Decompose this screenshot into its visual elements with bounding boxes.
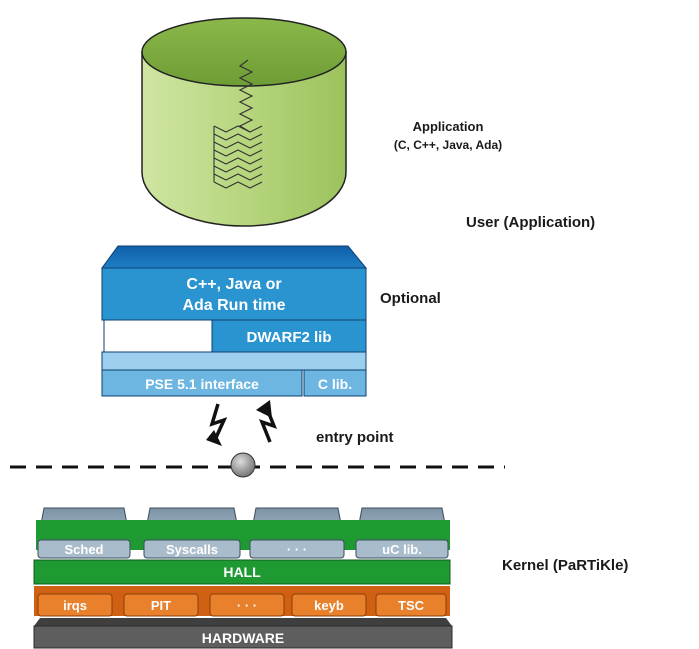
driver-pit xyxy=(123,593,199,617)
user-layer-label: User (Application) xyxy=(466,214,595,231)
hall-label: HALL xyxy=(223,564,261,580)
application-title: Application xyxy=(413,119,484,134)
module-sched xyxy=(37,539,131,559)
threads-cluster-icon xyxy=(213,125,263,189)
driver-irqs-label: irqs xyxy=(63,598,87,613)
driver-tsc xyxy=(375,593,447,617)
application-cylinder xyxy=(141,17,347,227)
runtime-block xyxy=(101,245,368,397)
c-lib-label: C lib. xyxy=(318,376,352,392)
runtime-gap xyxy=(101,351,367,371)
kernel-stack xyxy=(33,507,453,649)
hardware-top xyxy=(34,618,452,626)
driver-irqs xyxy=(37,593,113,617)
runtime-top-face xyxy=(101,245,368,269)
entry-point-node xyxy=(230,452,256,478)
hall-bar xyxy=(33,559,451,585)
driver-keyb xyxy=(291,593,367,617)
dwarf-lib-box xyxy=(211,319,367,353)
entry-point-label: entry point xyxy=(316,429,394,446)
driver-pit-label: PIT xyxy=(151,598,171,613)
thread-zigzag-icon xyxy=(238,59,254,133)
cylinder-body xyxy=(141,51,347,227)
module-syscalls-label: Syscalls xyxy=(166,542,218,557)
module-sched-label: Sched xyxy=(64,542,103,557)
module-syscalls xyxy=(143,539,241,559)
module-uclib xyxy=(355,539,449,559)
module-etc-label: · · · xyxy=(287,542,307,557)
down-arrow-icon xyxy=(206,403,228,446)
hardware-label: HARDWARE xyxy=(202,630,284,646)
runtime-line1: C++, Java or xyxy=(186,276,281,293)
dwarf-lib-label: DWARF2 lib xyxy=(247,329,332,346)
driver-keyb-label: keyb xyxy=(314,598,344,613)
kernel-layer-label: Kernel (PaRTiKle) xyxy=(502,557,628,574)
runtime-blank-area xyxy=(103,319,213,353)
cylinder-top xyxy=(141,17,347,87)
hardware-bar xyxy=(33,625,453,649)
pse-interface-label: PSE 5.1 interface xyxy=(145,376,259,392)
pse-interface-box xyxy=(101,369,303,397)
module-uclib-label: uC lib. xyxy=(382,542,422,557)
c-lib-box xyxy=(303,369,367,397)
runtime-front xyxy=(101,267,367,321)
optional-label: Optional xyxy=(380,290,441,307)
runtime-line2: Ada Run time xyxy=(182,297,285,314)
module-etc xyxy=(249,539,345,559)
driver-tsc-label: TSC xyxy=(398,598,425,613)
up-arrow-icon xyxy=(256,400,278,443)
driver-etc-label: · · · xyxy=(237,598,257,613)
application-languages: (C, C++, Java, Ada) xyxy=(394,138,502,152)
driver-etc xyxy=(209,593,285,617)
